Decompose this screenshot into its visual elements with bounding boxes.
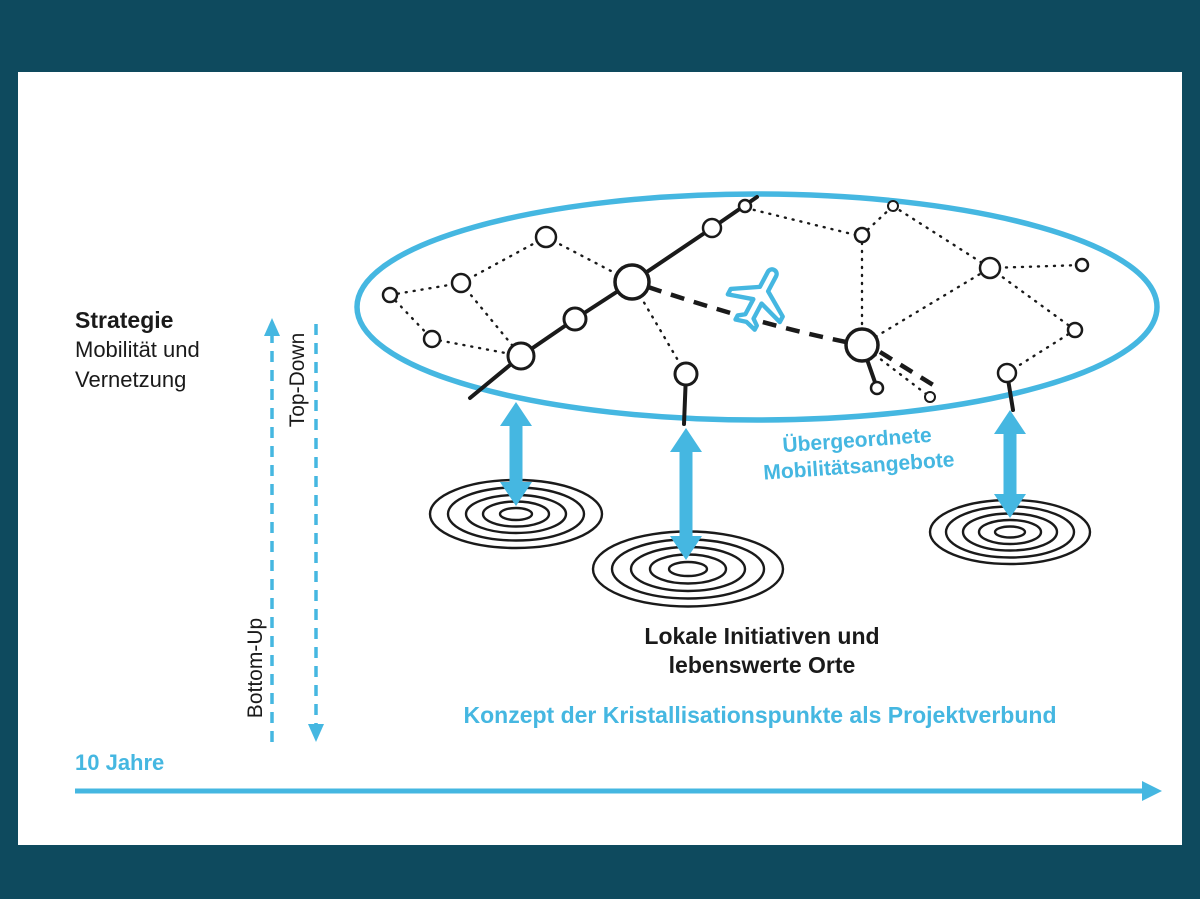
top-down-arrow <box>308 324 324 742</box>
network-edge <box>891 204 992 270</box>
double-arrow-icon <box>994 410 1026 518</box>
network-node <box>562 306 588 332</box>
network-node <box>613 263 651 301</box>
network-edge <box>388 293 434 341</box>
network-edge <box>459 235 548 285</box>
top-down-label: Top-Down <box>286 332 309 428</box>
network-edge <box>430 337 523 358</box>
local-initiatives-label: Lokale Initiativen und lebenswerte Orte <box>562 622 962 680</box>
network-node <box>869 380 885 396</box>
timeline-arrow <box>75 781 1162 801</box>
diagram-caption: Konzept der Kristallisationspunkte als P… <box>463 702 1057 728</box>
network-node <box>422 329 442 349</box>
network-node <box>701 217 723 239</box>
network-node <box>673 361 699 387</box>
network-node <box>887 200 899 212</box>
network-edge <box>860 343 932 399</box>
network-edge <box>988 266 1077 332</box>
double-arrow-icon <box>500 402 532 506</box>
network-node <box>978 256 1002 280</box>
network-edge <box>744 206 862 238</box>
double-arrow-icon <box>670 428 702 560</box>
strategy-line3: Vernetzung <box>75 367 187 392</box>
network-nodes <box>381 198 1090 403</box>
strategy-line2: Mobilität und <box>75 337 200 362</box>
network-node <box>737 198 753 214</box>
flight-path <box>878 350 940 390</box>
network-edge <box>988 263 1084 270</box>
network-node <box>853 226 871 244</box>
strategy-label-block: Strategie Mobilität und Vernetzung <box>75 305 200 395</box>
network-node <box>534 225 558 249</box>
network-node <box>996 362 1018 384</box>
network-edge <box>459 281 523 358</box>
strategy-title: Strategie <box>75 307 174 333</box>
network-node <box>450 272 472 294</box>
bottom-up-label: Bottom-Up <box>244 617 267 719</box>
network-node <box>924 391 936 403</box>
network-edge <box>1005 328 1077 375</box>
timeline-label: 10 Jahre <box>75 750 165 775</box>
network-dotted-edges <box>388 204 1084 399</box>
network-node <box>381 286 399 304</box>
local-initiatives-line1: Lokale Initiativen und <box>644 623 880 649</box>
network-node <box>506 341 536 371</box>
network-node <box>1066 321 1084 339</box>
network-node <box>844 327 880 363</box>
bottom-up-arrow <box>264 318 280 742</box>
network-edge <box>860 266 992 347</box>
airplane-icon <box>725 267 785 332</box>
network-node <box>1074 257 1090 273</box>
local-initiatives-line2: lebenswerte Orte <box>668 652 856 678</box>
